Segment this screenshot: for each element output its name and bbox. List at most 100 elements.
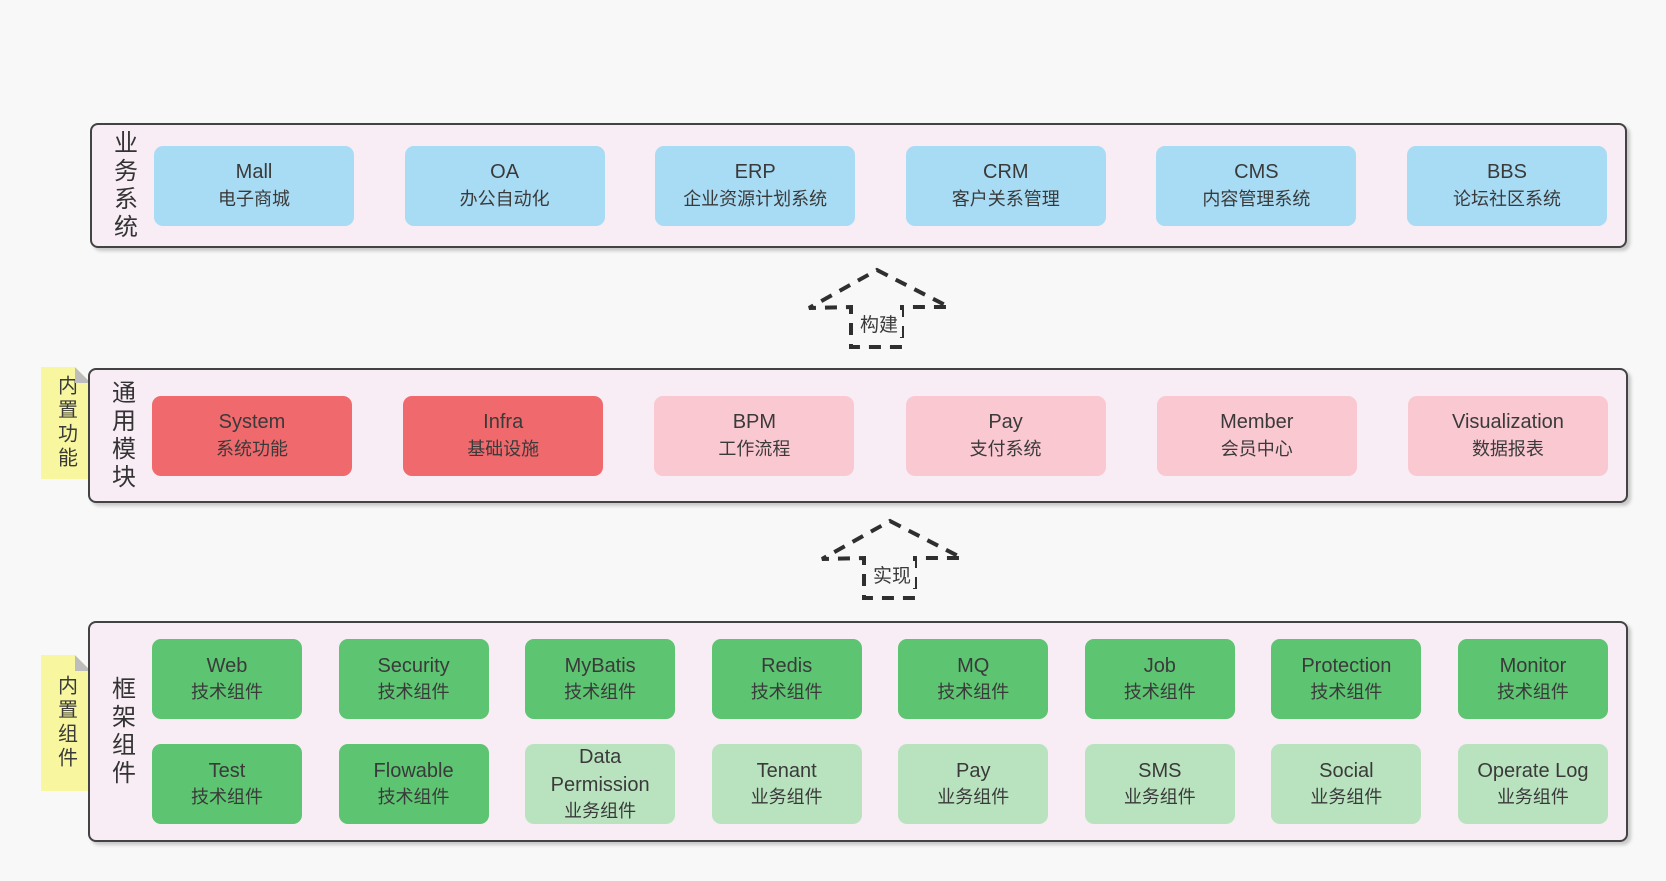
box-subtitle: 客户关系管理 (951, 188, 1060, 209)
box-title: CMS (1234, 161, 1279, 184)
business-systems-row: Mall 电子商城 OA 办公自动化 ERP 企业资源计划系统 CRM 客户关系… (154, 145, 1607, 226)
band-framework-components-label: 框架组件 (107, 675, 135, 788)
box-subtitle: 技术组件 (191, 682, 263, 703)
arrow-build-label: 构建 (855, 310, 903, 337)
band-common-modules-label: 通用模块 (107, 379, 135, 492)
box-subtitle: 技术组件 (937, 682, 1010, 703)
box-title: Infra (483, 411, 524, 434)
arrow-implement-label: 实现 (868, 561, 916, 588)
box-title: Job (1143, 654, 1176, 677)
band-business-systems-label: 业务系统 (109, 129, 137, 242)
box-operate-log: Operate Log 业务组件 (1457, 744, 1608, 824)
box-title: Pay (988, 411, 1023, 434)
common-modules-row: System 系统功能 Infra 基础设施 BPM 工作流程 Pay 支付系统… (152, 395, 1608, 476)
box-title: MQ (957, 654, 990, 677)
box-title: Social (1319, 759, 1374, 782)
box-subtitle: 业务组件 (1310, 787, 1383, 808)
box-title: BBS (1486, 161, 1527, 184)
box-title: OA (490, 161, 520, 184)
box-title: Data Permission (550, 746, 650, 796)
note-built-in-components: 内置组件 (41, 655, 91, 791)
framework-components-row-2: Test 技术组件 Flowable 技术组件 Data Permission … (152, 744, 1608, 824)
note-built-in-features-label: 内置功能 (54, 375, 77, 471)
note-built-in-features: 内置功能 (41, 367, 91, 479)
band-framework-components: 框架组件 Web 技术组件 Security 技术组件 MyBatis 技术组件… (88, 621, 1628, 842)
box-title: Visualization (1451, 411, 1564, 434)
band-business-systems-body: Mall 电子商城 OA 办公自动化 ERP 企业资源计划系统 CRM 客户关系… (154, 125, 1625, 246)
box-title: Mall (235, 161, 273, 184)
box-subtitle: 技术组件 (377, 787, 450, 808)
box-subtitle: 业务组件 (1496, 787, 1569, 808)
band-common-modules-body: System 系统功能 Infra 基础设施 BPM 工作流程 Pay 支付系统… (152, 370, 1626, 501)
up-block-arrow-icon (808, 267, 950, 349)
box-subtitle: 业务组件 (1123, 787, 1196, 808)
box-subtitle: 工作流程 (718, 438, 791, 459)
box-title: Test (208, 759, 246, 782)
box-pay-module: Pay 支付系统 (905, 395, 1106, 476)
box-subtitle: 系统功能 (216, 438, 288, 459)
box-title: Tenant (756, 759, 817, 782)
box-tenant: Tenant 业务组件 (711, 744, 862, 824)
box-subtitle: 技术组件 (750, 682, 823, 703)
box-title: Pay (956, 759, 991, 782)
box-subtitle: 内容管理系统 (1202, 188, 1311, 209)
box-security: Security 技术组件 (338, 639, 489, 719)
box-bpm: BPM 工作流程 (654, 395, 855, 476)
band-framework-components-body: Web 技术组件 Security 技术组件 MyBatis 技术组件 Redi… (152, 623, 1626, 840)
box-subtitle: 技术组件 (1496, 682, 1569, 703)
arrow-build: 构建 (804, 266, 954, 350)
box-title: Operate Log (1477, 759, 1589, 782)
box-subtitle: 企业资源计划系统 (683, 188, 828, 209)
box-social: Social 业务组件 (1271, 744, 1422, 824)
box-subtitle: 技术组件 (191, 787, 263, 808)
box-subtitle: 办公自动化 (459, 188, 550, 209)
box-subtitle: 业务组件 (564, 801, 637, 822)
box-protection: Protection 技术组件 (1271, 639, 1422, 719)
box-title: MyBatis (564, 654, 636, 677)
band-business-systems: 业务系统 Mall 电子商城 OA 办公自动化 ERP 企业资源计划系统 CRM… (90, 123, 1627, 248)
box-test: Test 技术组件 (152, 744, 302, 824)
box-member: Member 会员中心 (1156, 395, 1357, 476)
box-erp: ERP 企业资源计划系统 (655, 145, 856, 226)
box-title: Web (206, 654, 248, 677)
box-monitor: Monitor 技术组件 (1457, 639, 1608, 719)
box-title: ERP (734, 161, 776, 184)
box-subtitle: 电子商城 (218, 188, 290, 209)
box-cms: CMS 内容管理系统 (1156, 145, 1357, 226)
box-subtitle: 技术组件 (1310, 682, 1383, 703)
box-pay-component: Pay 业务组件 (898, 744, 1049, 824)
box-oa: OA 办公自动化 (404, 145, 605, 226)
band-common-modules: 通用模块 System 系统功能 Infra 基础设施 BPM 工作流程 Pay… (88, 368, 1628, 503)
box-subtitle: 基础设施 (467, 438, 540, 459)
box-title: BPM (732, 411, 777, 434)
box-visualization: Visualization 数据报表 (1407, 395, 1608, 476)
box-flowable: Flowable 技术组件 (338, 744, 489, 824)
box-title: CRM (983, 161, 1029, 184)
box-title: Security (377, 654, 450, 677)
box-subtitle: 技术组件 (564, 682, 637, 703)
box-subtitle: 业务组件 (750, 787, 823, 808)
box-mybatis: MyBatis 技术组件 (525, 639, 676, 719)
box-subtitle: 业务组件 (937, 787, 1010, 808)
box-redis: Redis 技术组件 (711, 639, 862, 719)
box-subtitle: 数据报表 (1471, 438, 1544, 459)
box-subtitle: 技术组件 (377, 682, 450, 703)
box-title: Redis (761, 654, 813, 677)
box-bbs: BBS 论坛社区系统 (1406, 145, 1607, 226)
box-job: Job 技术组件 (1084, 639, 1235, 719)
box-title: Flowable (373, 759, 454, 782)
box-mq: MQ 技术组件 (898, 639, 1049, 719)
box-data-permission: Data Permission 业务组件 (525, 744, 676, 824)
box-crm: CRM 客户关系管理 (905, 145, 1106, 226)
box-mall: Mall 电子商城 (154, 145, 354, 226)
box-subtitle: 技术组件 (1123, 682, 1196, 703)
box-subtitle: 论坛社区系统 (1452, 188, 1561, 209)
box-title: System (218, 411, 286, 434)
note-built-in-components-label: 内置组件 (54, 675, 77, 771)
framework-components-row-1: Web 技术组件 Security 技术组件 MyBatis 技术组件 Redi… (152, 639, 1608, 719)
up-block-arrow-icon (821, 518, 963, 600)
box-title: Monitor (1499, 654, 1567, 677)
box-title: SMS (1138, 759, 1182, 782)
box-subtitle: 支付系统 (969, 438, 1042, 459)
box-title: Protection (1301, 654, 1392, 677)
